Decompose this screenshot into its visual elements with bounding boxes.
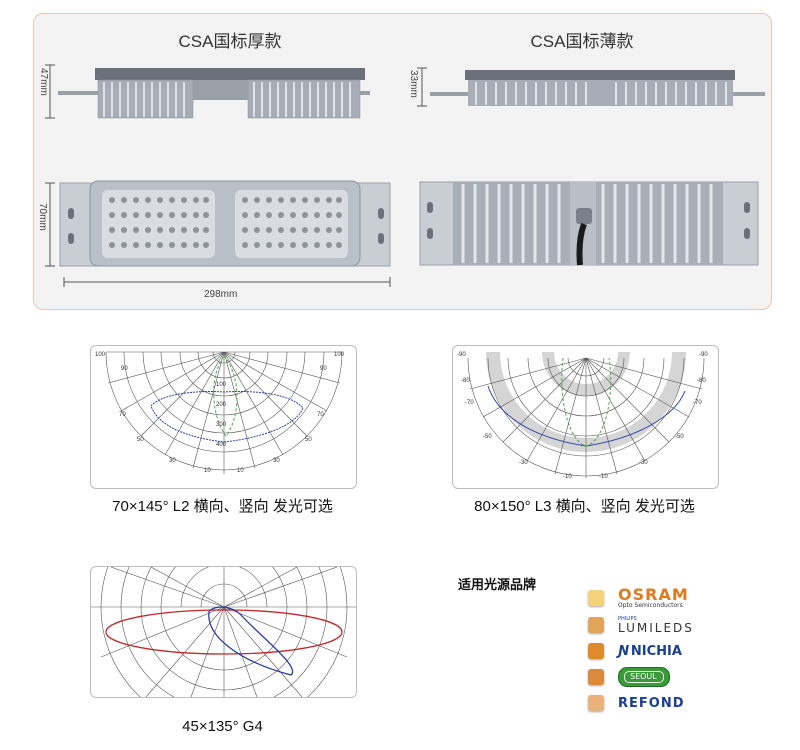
svg-text:100: 100 — [334, 352, 345, 358]
diagram-g4-caption: 45×135° G4 — [182, 718, 263, 735]
polar-diagram-l2: 100 100 90 90 70 70 50 50 30 30 10 10 100 200 30… — [90, 345, 357, 489]
diagram-l2-caption: 70×145° L2 横向、竖向 发光可选 — [112, 498, 333, 515]
svg-text:70: 70 — [317, 412, 324, 418]
brand-item-refond: REFOND — [588, 690, 768, 716]
svg-text:50: 50 — [305, 437, 312, 443]
led-chip-icon — [588, 643, 604, 659]
svg-text:300: 300 — [216, 422, 227, 428]
thin-side-view — [417, 67, 765, 107]
length-label: 298mm — [204, 289, 238, 300]
svg-text:-30: -30 — [639, 460, 648, 466]
svg-text:30: 30 — [273, 458, 280, 464]
brand-item-seoul: SEOUL — [588, 664, 768, 690]
brand-list: OSRAM Opto Semiconductors PHILIPS LUMILE… — [588, 584, 768, 716]
thin-height-label: 33mm — [408, 70, 419, 98]
brand-subtitle: Opto Semiconductors — [618, 602, 683, 609]
thick-side-view — [45, 64, 370, 119]
svg-text:400: 400 — [216, 442, 227, 448]
thin-model-title: CSA国标薄款 — [530, 32, 634, 51]
led-chip-icon — [588, 669, 604, 685]
brand-name: REFOND — [618, 695, 685, 711]
brand-subtitle: PHILIPS — [618, 615, 637, 622]
svg-text:-70: -70 — [693, 400, 702, 406]
led-chip-icon — [588, 590, 604, 606]
brand-item-osram: OSRAM Opto Semiconductors — [588, 584, 768, 612]
thin-back-view — [419, 181, 759, 266]
svg-text:10: 10 — [204, 468, 211, 474]
thick-width-label: 70mm — [37, 203, 48, 231]
thick-height-label: 47mm — [38, 68, 49, 96]
svg-text:100: 100 — [95, 352, 106, 358]
thick-model-title: CSA国标厚款 — [178, 32, 282, 51]
svg-text:200: 200 — [216, 402, 227, 408]
svg-text:-80: -80 — [697, 378, 706, 384]
seoul-logo-icon: SEOUL — [618, 667, 670, 687]
svg-text:-70: -70 — [465, 400, 474, 406]
brand-name: LUMILEDS — [618, 620, 694, 635]
brand-name: OSRAM — [618, 585, 689, 604]
svg-text:-90: -90 — [457, 352, 466, 358]
polar-diagram-l3: -90 -90 -80 -80 -70 -70 -50 -50 -30 -30 -10 -1… — [452, 345, 719, 489]
brand-name: SEOUL — [630, 672, 657, 681]
svg-text:-30: -30 — [519, 460, 528, 466]
thick-top-view — [45, 180, 391, 287]
polar-diagram-g4 — [90, 566, 357, 698]
brands-title: 适用光源品牌 — [458, 577, 537, 592]
brand-name: NICHIA — [630, 643, 682, 659]
svg-text:90: 90 — [320, 366, 327, 372]
diagram-l3-caption: 80×150° L3 横向、竖向 发光可选 — [474, 498, 695, 515]
led-chip-icon — [588, 617, 604, 633]
svg-text:30: 30 — [169, 458, 176, 464]
brand-item-lumileds: PHILIPS LUMILEDS — [588, 612, 768, 638]
svg-text:100: 100 — [216, 382, 227, 388]
nichia-logo-icon: Ɲ — [618, 643, 629, 659]
svg-text:-50: -50 — [483, 434, 492, 440]
svg-text:-50: -50 — [675, 434, 684, 440]
svg-text:-90: -90 — [699, 352, 708, 358]
svg-text:-80: -80 — [461, 378, 470, 384]
brand-item-nichia: Ɲ NICHIA — [588, 638, 768, 664]
svg-text:50: 50 — [137, 437, 144, 443]
led-chip-icon — [588, 695, 604, 711]
svg-text:10: 10 — [237, 468, 244, 474]
svg-text:-10: -10 — [599, 474, 608, 480]
svg-text:70: 70 — [119, 412, 126, 418]
svg-text:90: 90 — [121, 366, 128, 372]
svg-text:-10: -10 — [563, 474, 572, 480]
